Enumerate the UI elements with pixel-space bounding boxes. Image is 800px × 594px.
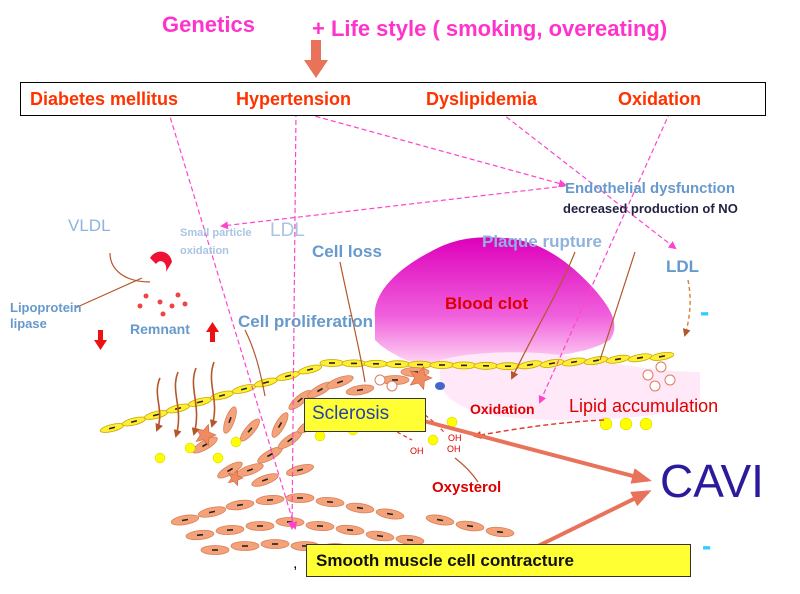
cell-nucleus: [266, 498, 274, 502]
lipoprotein-fibers: [155, 361, 218, 438]
ldl-small-label: LDL: [270, 220, 305, 241]
minus-mark-bottom: -: [702, 530, 712, 561]
macrophage-cell: [195, 423, 217, 447]
cell-nucleus: [240, 387, 248, 391]
oxysterol-label: Oxysterol: [432, 479, 502, 496]
cell-nucleus: [614, 357, 622, 361]
increase-arrow: [206, 322, 219, 342]
cell-nucleus: [202, 442, 208, 448]
foam-cells: [374, 361, 676, 392]
macrophage-cell: [409, 365, 433, 391]
risk-factor-dyslipidemia: Dyslipidemia: [426, 89, 538, 109]
cell-nucleus: [306, 367, 314, 372]
decrease-arrow: [94, 330, 107, 350]
oh-label-2: OH: [448, 433, 462, 443]
cell-nucleus: [287, 437, 293, 443]
cell-nucleus: [658, 355, 666, 358]
oh-label-1: OH: [410, 446, 424, 456]
cell-nucleus: [262, 380, 270, 385]
blood-clot-label: Blood clot: [445, 294, 529, 313]
sclerosis-to-cavi-arrow: [419, 418, 652, 484]
lipoprotein-lipase-label: Lipoprotein lipase: [10, 300, 82, 332]
cell-nucleus: [196, 400, 204, 404]
endothelial-dysfunction-label: Endothelial dysfunction: [565, 180, 736, 197]
cell-nucleus: [296, 468, 304, 472]
cell-nucleus: [228, 416, 232, 424]
cell-nucleus: [336, 380, 344, 384]
cell-nucleus: [227, 467, 233, 473]
minus-mark-top: -: [700, 296, 710, 327]
smc-contracture-label: Smooth muscle cell contracture: [316, 551, 574, 570]
cell-nucleus: [356, 388, 364, 392]
cell-nucleus: [208, 510, 216, 514]
pointer-lines: [74, 251, 636, 483]
oxidation-red-label: Oxidation: [470, 401, 535, 417]
cell-nucleus: [526, 363, 534, 367]
lifestyle-down-arrow: [304, 40, 328, 78]
cell-nucleus: [636, 356, 644, 360]
cell-nucleus: [247, 427, 253, 433]
risk-factor-oxidation: Oxidation: [618, 89, 702, 109]
cell-nucleus: [436, 518, 444, 522]
ldl-right-label: LDL: [666, 257, 700, 276]
small-particle-label: Small particle: [180, 227, 252, 239]
cell-nucleus: [297, 397, 303, 403]
cell-nucleus: [317, 387, 323, 393]
remnant-label: Remnant: [130, 321, 190, 337]
cell-nucleus: [277, 422, 283, 428]
cell-proliferation-label: Cell proliferation: [238, 312, 374, 331]
cell-nucleus: [406, 538, 414, 542]
cell-nucleus: [196, 533, 204, 537]
cell-nucleus: [570, 360, 578, 364]
cell-loss-label: Cell loss: [312, 242, 382, 261]
risk-factors-box: [20, 82, 766, 116]
oxidation-small-label: oxidation: [180, 245, 229, 257]
cell-nucleus: [267, 452, 273, 458]
cavi-label: CAVI: [660, 455, 764, 507]
oh-label-3: OH: [447, 444, 461, 454]
cell-nucleus: [326, 500, 334, 504]
endothelial-layer: [99, 351, 675, 433]
lifestyle-label: + Life style ( smoking, overeating): [312, 16, 668, 41]
cell-nucleus: [130, 419, 138, 424]
risk-factor-arrows: [167, 109, 677, 530]
comma-mark: ,: [293, 555, 298, 572]
ldl-entry-arrow: [682, 279, 691, 337]
smc-to-cavi-arrow: [537, 490, 652, 548]
vldl-label: VLDL: [68, 216, 111, 235]
remnant-particles: [137, 292, 188, 317]
sclerosis-label: Sclerosis: [312, 403, 390, 424]
cell-nucleus: [356, 506, 364, 510]
no-production-label: decreased production of NO: [563, 201, 738, 216]
plaque-rupture-label: Plaque rupture: [482, 232, 602, 251]
risk-factor-diabetes: Diabetes mellitus: [30, 89, 179, 109]
cell-nucleus: [246, 468, 254, 472]
smooth-muscle-cells: [170, 365, 515, 555]
lipase-enzyme-shape: [150, 251, 172, 272]
cell-nucleus: [386, 512, 394, 516]
lipid-accumulation-label: Lipid accumulation: [569, 396, 719, 416]
lipid-particles: [154, 416, 653, 464]
cell-nucleus: [346, 528, 354, 532]
cell-nucleus: [592, 359, 600, 362]
cell-nucleus: [548, 362, 556, 365]
cell-nucleus: [108, 426, 116, 430]
risk-factor-hypertension: Hypertension: [236, 89, 352, 109]
cell-nucleus: [284, 374, 292, 378]
genetics-label: Genetics: [162, 12, 255, 37]
smc-contracture-box: [306, 544, 691, 577]
cell-nucleus: [218, 393, 226, 398]
cell-nucleus: [152, 413, 160, 417]
sclerosis-box: [304, 398, 426, 432]
macrophage-cell: [227, 469, 244, 487]
blood-clot-shape: [374, 237, 615, 368]
cell-nucleus: [236, 503, 244, 507]
cell-nucleus: [261, 478, 269, 482]
cell-nucleus: [496, 530, 504, 534]
cell-nucleus: [376, 534, 384, 538]
lipid-to-oh-arrow: [473, 419, 605, 439]
cell-nucleus: [181, 518, 189, 522]
cell-nucleus: [466, 524, 474, 528]
